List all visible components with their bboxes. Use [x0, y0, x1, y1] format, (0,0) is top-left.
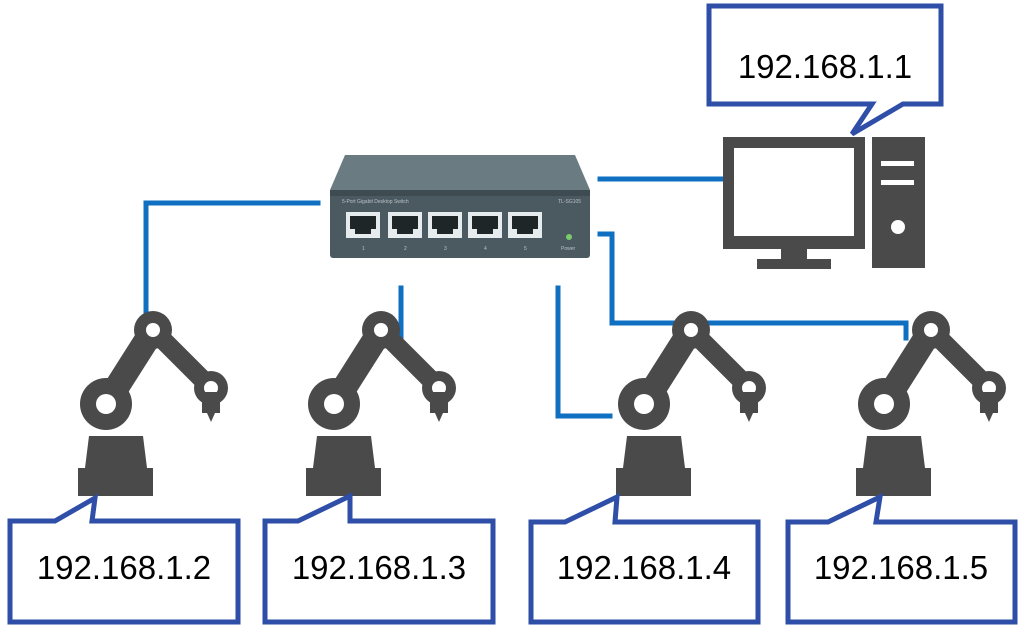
port-number-4: 4 — [484, 246, 487, 252]
robot-2-ip-callout: 192.168.1.3 — [262, 492, 496, 625]
switch-port-2 — [388, 212, 422, 238]
port-number-2: 2 — [404, 246, 407, 252]
power-label: Power — [561, 246, 576, 252]
robot-3-ip-callout: 192.168.1.4 — [528, 492, 761, 625]
port-number-5: 5 — [524, 246, 527, 252]
desktop-computer-icon — [723, 137, 925, 269]
robot-1-ip-label: 192.168.1.2 — [37, 549, 211, 586]
ethernet-switch-icon: 5-Port Gigabit Desktop Switch TL-SG105 1… — [330, 155, 590, 258]
switch-port-5 — [508, 212, 542, 238]
robot-arm-icon — [616, 311, 766, 496]
robot-arm-icon — [306, 311, 456, 496]
robot-4-ip-callout: 192.168.1.5 — [785, 492, 1018, 625]
switch-port-4 — [468, 212, 502, 238]
cable-robot-4 — [597, 231, 909, 341]
power-led — [566, 234, 572, 240]
robot-arm-icon — [78, 311, 228, 496]
robot-3-ip-label: 192.168.1.4 — [557, 549, 731, 586]
computer-ip-label: 192.168.1.1 — [738, 48, 912, 85]
port-number-3: 3 — [444, 246, 447, 252]
switch-header-text: 5-Port Gigabit Desktop Switch — [342, 199, 409, 205]
cable-robot-1 — [143, 200, 321, 348]
switch-model-label: TL-SG105 — [558, 199, 581, 205]
switch-port-1 — [346, 212, 380, 238]
robot-arm-icon — [856, 311, 1006, 496]
port-number-1: 1 — [362, 246, 365, 252]
network-cables — [143, 176, 909, 419]
computer-ip-callout: 192.168.1.1 — [706, 3, 944, 137]
switch-port-3 — [428, 212, 462, 238]
robot-1-ip-callout: 192.168.1.2 — [7, 493, 241, 625]
robot-2-ip-label: 192.168.1.3 — [292, 549, 466, 586]
cable-robot-3 — [555, 285, 613, 419]
robot-4-ip-label: 192.168.1.5 — [814, 549, 988, 586]
